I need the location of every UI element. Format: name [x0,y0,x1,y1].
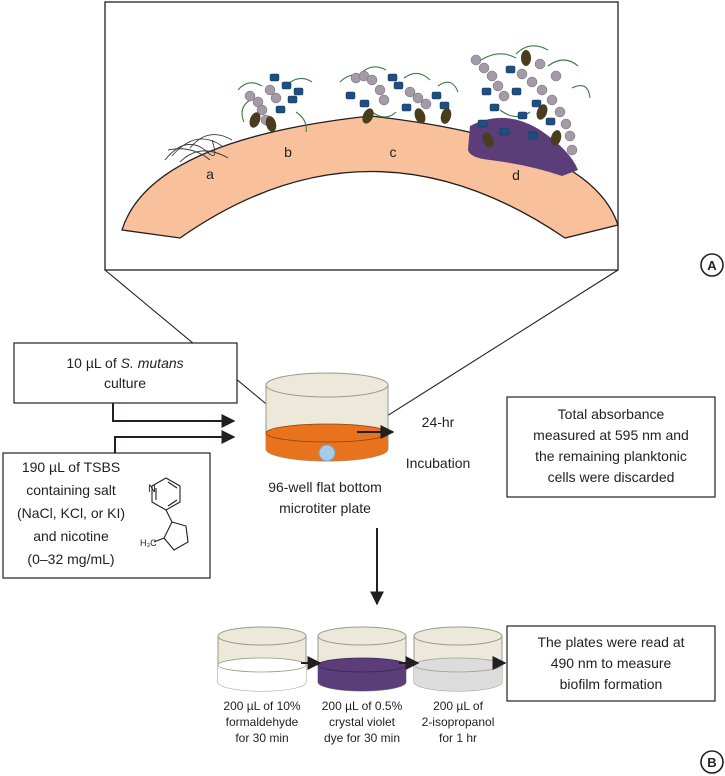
plate-well [265,372,389,462]
incubation-time: 24-hr [422,414,455,430]
stage-a-pellicle [164,134,233,163]
stage-label-d: d [512,167,520,183]
absorbance-line-4: cells were discarded [548,469,675,485]
step2-line-2: crystal violet [329,715,396,729]
panel-b-label: B [707,755,716,770]
medium-line-1: 190 µL of TSBS [22,459,120,475]
result-box [506,625,716,702]
absorbance-line-1: Total absorbance [558,406,665,422]
medium-line-4: and nicotine [33,528,109,544]
absorbance-line-3: the remaining planktonic [535,448,687,464]
stage-b-colonizers [237,73,313,133]
medium-box [2,452,211,579]
step3-line-2: 2-isopropanol [422,715,495,729]
result-line-2: 490 nm to measure [551,655,672,671]
culture-arrow [112,403,236,428]
crystal-violet-well [317,626,407,692]
step1-line-3: for 30 min [235,731,288,745]
plate-line-1: 96-well flat bottom [268,479,382,495]
step3-line-1: 200 µL of [433,699,484,713]
structure-methyl-label: H₃C [140,538,157,548]
stage-c-colonizers [339,66,459,124]
medium-line-3: (NaCl, KCl, or KI) [17,505,125,521]
panel-b-badge: B [700,750,724,774]
step3-line-3: for 1 hr [439,731,477,745]
formaldehyde-well [217,626,307,692]
stage-label-b: b [284,144,292,160]
stage-label-a: a [206,166,214,182]
stage-label-c: c [390,144,397,160]
medium-line-2: containing salt [26,482,116,498]
panel-a-badge: A [700,253,724,277]
result-line-1: The plates were read at [537,634,684,650]
stage-d-biofilm [468,45,591,176]
absorbance-box [506,396,716,498]
structure-n-label: N [148,483,156,495]
medium-line-5: (0–32 mg/mL) [27,551,114,567]
culture-box [13,342,238,404]
step1-line-2: formaldehyde [226,715,299,729]
step1-line-1: 200 µL of 10% [223,699,301,713]
panel-a-label: A [707,258,717,273]
medium-arrow [114,430,236,453]
isopropanol-well [413,626,503,692]
step2-line-1: 200 µL of 0.5% [322,699,403,713]
incubation-label: Incubation [406,455,471,471]
plate-line-2: microtiter plate [279,500,371,516]
step2-line-3: dye for 30 min [324,731,400,745]
absorbance-line-2: measured at 595 nm and [533,427,689,443]
result-line-3: biofilm formation [560,676,663,692]
nicotine-structure [151,477,189,551]
culture-line-1: 10 µL of S. mutans [66,355,183,371]
culture-line-2: culture [104,375,146,391]
